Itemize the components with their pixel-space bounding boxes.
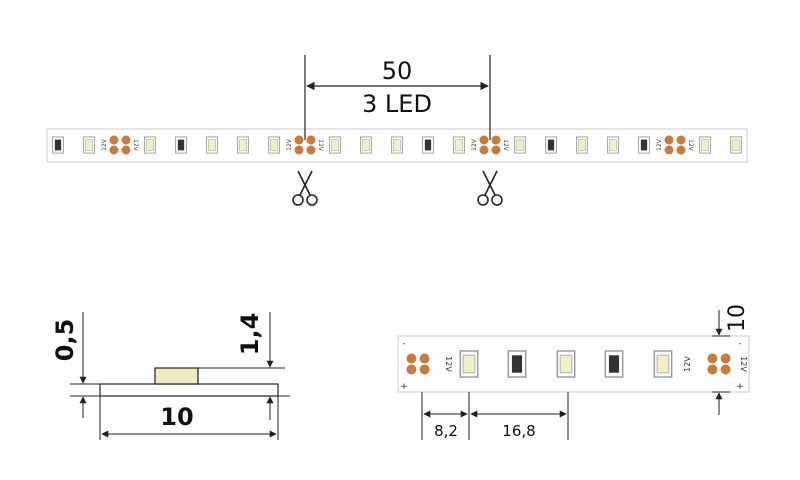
led-chip	[653, 350, 673, 378]
led-chip	[459, 350, 479, 378]
led-chip	[730, 136, 742, 154]
resistor-chip	[52, 136, 64, 154]
resistor-chip	[638, 136, 650, 154]
strip-components: 12V 12V 12V - + - +	[400, 339, 748, 392]
voltage-mark: 12V	[444, 356, 453, 372]
led-chip	[268, 136, 280, 154]
voltage-mark: 12V	[656, 138, 663, 151]
led-chip	[514, 136, 526, 154]
thickness-label: 0,5	[51, 319, 79, 362]
plus-mark: +	[736, 382, 744, 392]
pcb-profile	[99, 383, 279, 397]
resistor-chip	[604, 350, 624, 378]
scissors-icon	[477, 170, 503, 206]
voltage-mark: 12V	[502, 139, 509, 152]
voltage-mark: 12V	[683, 356, 692, 372]
length-dimension: 50 3 LED	[304, 55, 491, 140]
minus-mark: -	[402, 339, 405, 349]
voltage-mark: 12V	[286, 138, 293, 151]
led-chip	[83, 136, 95, 154]
resistor-chip	[507, 350, 527, 378]
pitch-b-label: 16,8	[502, 422, 535, 440]
height-label: 1,4	[236, 313, 264, 356]
led-chip	[360, 136, 372, 154]
minus-mark: -	[738, 339, 741, 349]
plus-mark: +	[400, 382, 408, 392]
led-chip	[556, 350, 576, 378]
led-count-label: 3 LED	[362, 90, 432, 118]
width-label: 10	[160, 403, 193, 431]
strip-components: 12V 12V 12V 12V 12V 12V 12V 12V	[52, 135, 742, 155]
led-chip	[607, 136, 619, 154]
voltage-mark: 12V	[132, 139, 139, 152]
voltage-mark: 12V	[739, 356, 748, 372]
resistor-chip	[545, 136, 557, 154]
profile-view: 0,5 1,4 10	[51, 312, 290, 440]
top-strip: 12V 12V 12V 12V 12V 12V 12V 12V	[46, 128, 748, 163]
voltage-mark: 12V	[471, 138, 478, 151]
scissors-icon	[292, 170, 318, 206]
led-chip	[391, 136, 403, 154]
resistor-chip	[175, 136, 187, 154]
led-chip	[576, 136, 588, 154]
led-chip	[699, 136, 711, 154]
length-label: 50	[382, 57, 413, 85]
led-chip-profile	[154, 367, 199, 385]
led-chip	[329, 136, 341, 154]
led-chip	[144, 136, 156, 154]
led-chip	[206, 136, 218, 154]
led-chip	[453, 136, 465, 154]
voltage-mark: 12V	[101, 138, 108, 151]
voltage-mark: 12V	[317, 139, 324, 152]
led-chip	[237, 136, 249, 154]
resistor-chip	[422, 136, 434, 154]
detail-width-label: 10	[725, 304, 750, 332]
detail-strip: 12V 12V 12V - + - + 10 8,2 16,8	[397, 304, 750, 440]
pitch-a-label: 8,2	[434, 422, 458, 440]
voltage-mark: 12V	[687, 139, 694, 152]
